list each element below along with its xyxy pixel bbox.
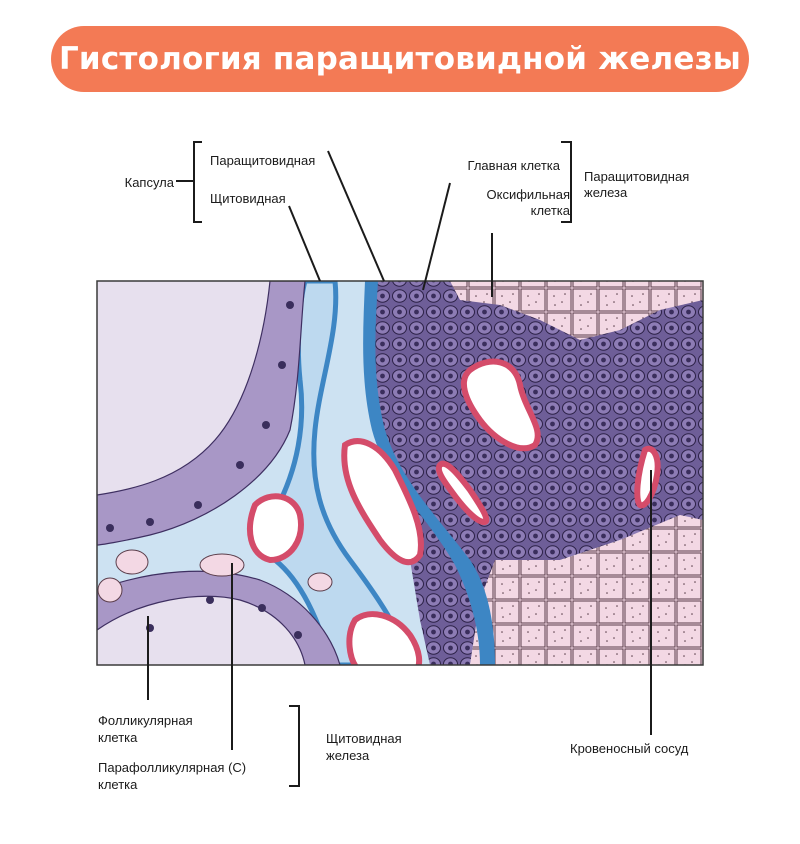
label-follicular-cell-1: Фолликулярная	[98, 713, 193, 728]
follicular-epithelium-upper	[97, 281, 306, 546]
label-oxyphil-cell-1: Оксифильная	[486, 187, 570, 202]
capsule-parathyroid-line	[327, 150, 385, 282]
label-parathyroid-gland-2: железа	[584, 185, 628, 200]
panel-border	[96, 280, 704, 666]
label-blood-vessel: Кровеносный сосуд	[570, 741, 689, 756]
oxyphil-region-bottom	[470, 515, 703, 665]
parafollicular-cell	[199, 553, 245, 577]
oxyphil-region-top	[450, 281, 703, 340]
label-parafollicular-cell-2: клетка	[98, 777, 138, 792]
tissue-panel	[97, 281, 703, 665]
label-thyroid-gland-2: железа	[326, 748, 370, 763]
follicular-nuclei	[106, 301, 302, 639]
label-oxyphil-cell-2: клетка	[530, 203, 570, 218]
parathyroid-bracket	[561, 141, 572, 223]
chief-cell-line	[422, 182, 451, 291]
title-banner: Гистология паращитовидной железы	[51, 26, 749, 92]
label-thyroid-gland-1: Щитовидная	[326, 731, 402, 746]
page-title: Гистология паращитовидной железы	[58, 41, 742, 77]
capsule-thyroid-band	[267, 281, 413, 665]
label-parathyroid-gland-1: Паращитовидная	[584, 169, 690, 184]
capsule-thyroid-line	[288, 205, 321, 282]
leader-lines	[147, 141, 652, 787]
thyroid-bracket	[289, 705, 300, 787]
label-capsule: Капсула	[124, 175, 174, 190]
label-chief-cell: Главная клетка	[467, 158, 560, 173]
label-follicular-cell-2: клетка	[98, 730, 138, 745]
capsule-parathyroid-band	[363, 281, 495, 665]
chief-cell-region	[370, 281, 703, 665]
label-capsule-parathyroid: Паращитовидная	[210, 153, 316, 168]
label-capsule-thyroid: Щитовидная	[210, 191, 286, 206]
label-parafollicular-cell-1: Парафолликулярная (С)	[98, 760, 247, 775]
capsule-bracket	[193, 141, 202, 223]
colloid-upper	[97, 281, 270, 495]
blood-vessels	[247, 358, 661, 665]
